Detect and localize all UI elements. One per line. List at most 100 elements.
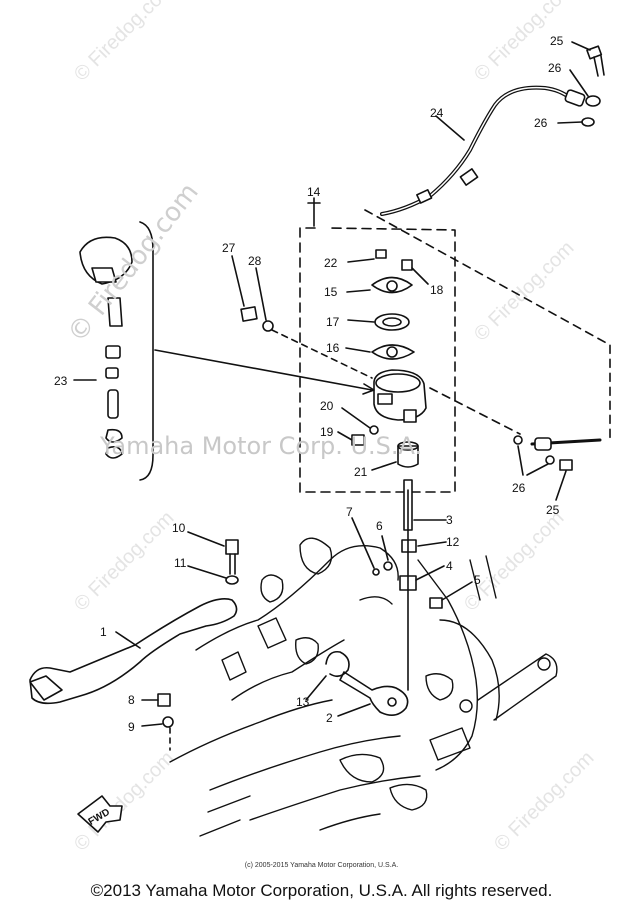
part-24-cable-end [564, 89, 586, 107]
label-23: 23 [54, 374, 68, 388]
bracket-23 [139, 221, 154, 481]
leader-18 [411, 267, 429, 285]
copyright-small: (c) 2005-2015 Yamaha Motor Corporation, … [244, 862, 399, 869]
label-8: 8 [128, 693, 135, 707]
leader-26b [557, 121, 583, 124]
housing-top [375, 373, 421, 393]
label-12: 12 [446, 535, 460, 549]
part-24-cable [380, 85, 572, 216]
part-25-bolt-head [586, 45, 603, 60]
part-28-washer [262, 320, 274, 332]
label-15: 15 [324, 285, 338, 299]
part-21-bushing-top [397, 441, 419, 451]
part-8-bolt [157, 693, 171, 707]
part-11-washer [225, 575, 239, 585]
part-23-shaft [107, 389, 119, 419]
leader-22 [347, 258, 375, 263]
leader-5 [441, 581, 473, 601]
label-26-b: 26 [534, 116, 548, 130]
label-28: 28 [248, 254, 262, 268]
group-23-pointer [154, 349, 373, 391]
part-26-nut [581, 117, 595, 127]
leader-26 [569, 69, 589, 97]
label-3: 3 [446, 513, 453, 527]
part-23-housing-neck [91, 267, 117, 283]
part-23-bushing [105, 345, 121, 359]
assembly-line-lower [429, 387, 521, 435]
part-27-bolt [240, 306, 258, 322]
label-9: 9 [128, 720, 135, 734]
part-25-bolt-shank [593, 55, 605, 77]
leader-19 [337, 431, 353, 441]
label-26: 26 [548, 61, 562, 75]
label-22: 22 [324, 256, 338, 270]
leader-17 [347, 319, 375, 323]
label-27: 27 [222, 241, 236, 255]
label-26-c: 26 [512, 481, 526, 495]
part-21-bushing [397, 445, 419, 468]
part-20-washer [369, 425, 379, 435]
part-23-gear [107, 297, 123, 327]
part-24-cable-ferrule [416, 189, 433, 204]
leader-7 [351, 517, 375, 569]
part-9-nut [162, 716, 174, 728]
label-18: 18 [430, 283, 444, 297]
part-6-washer [383, 561, 393, 571]
leader-4 [415, 565, 445, 581]
part-17-gasket [374, 313, 410, 331]
label-24: 24 [430, 106, 444, 120]
cable-lower-end-fitting [534, 437, 552, 451]
part-22-screw [375, 249, 387, 259]
assembly-line-cable [364, 209, 611, 441]
leader-27 [231, 255, 245, 307]
part-26-lower-washer [513, 435, 523, 445]
part-23-seal [105, 367, 119, 379]
leader-11 [187, 565, 227, 579]
leader-26-lower-b [526, 463, 549, 476]
part-16-plate [371, 344, 415, 360]
housing-foot [403, 409, 417, 423]
part-15-cover [371, 276, 413, 294]
housing [373, 369, 427, 421]
label-4: 4 [446, 559, 453, 573]
label-6: 6 [376, 519, 383, 533]
part-12-collar [401, 539, 417, 553]
part-2-lever-hole [387, 697, 397, 707]
part-23-clip [105, 428, 123, 443]
leader-21 [371, 461, 397, 471]
fwd-arrow [77, 795, 123, 833]
leader-10 [187, 531, 225, 547]
label-13: 13 [296, 695, 310, 709]
label-1: 1 [100, 625, 107, 639]
copyright-main: ©2013 Yamaha Motor Corporation, U.S.A. A… [90, 881, 553, 900]
label-25: 25 [550, 34, 564, 48]
leader-20 [341, 407, 371, 429]
frame-outline [169, 537, 558, 837]
leader-1 [115, 631, 141, 649]
label-25-b: 25 [546, 503, 560, 517]
label-17: 17 [326, 315, 340, 329]
part-1-pedal-rubber [29, 675, 63, 701]
group-23-arrowhead [362, 383, 375, 395]
leader-28 [255, 267, 267, 321]
part-26-lower-washer [545, 455, 555, 465]
leader-9 [141, 723, 163, 727]
label-20: 20 [320, 399, 334, 413]
leader-6 [381, 535, 389, 561]
label-14: 14 [307, 185, 321, 199]
part-17-gasket-hole [382, 317, 402, 327]
leader-16 [345, 347, 371, 353]
part-2-lever [339, 671, 409, 716]
leader-25 [571, 41, 591, 51]
part-23-washer [105, 446, 123, 459]
part-10-bolt [225, 539, 239, 555]
part-18-nut [401, 259, 413, 271]
part-24-cable-inner [381, 86, 571, 215]
leader-12 [417, 541, 447, 547]
part-15-cover-center [386, 280, 398, 292]
part-25-lower-bolt [559, 459, 573, 471]
housing-boss [377, 393, 393, 405]
part-7-pin [372, 568, 380, 576]
